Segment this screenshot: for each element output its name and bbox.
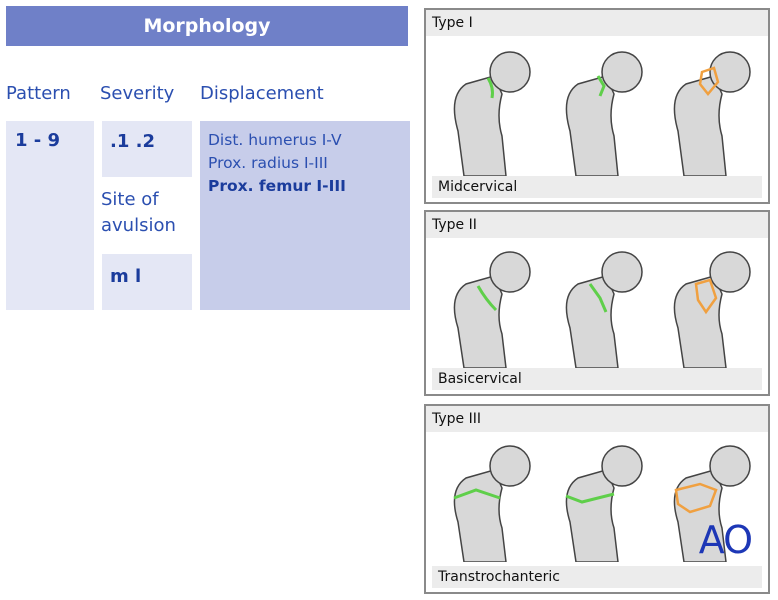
panel-type-iii: Type III AO Transtrochanteric [424,404,770,594]
femur-type-i-a [453,51,531,176]
panel-type-i: Type I Midcervical [424,8,770,204]
femur-type-ii-c [673,251,751,368]
panel-type-i-caption: Midcervical [432,176,762,198]
site-value: m l [110,266,142,287]
femur-type-ii-a [453,251,531,368]
displacement-prox-femur: Prox. femur I-III [208,177,346,195]
severity-cell: .1 .2 [102,121,192,177]
panel-type-i-title: Type I [426,10,768,36]
displacement-cell: Dist. humerus I-V Prox. radius I-III Pro… [200,121,410,310]
displacement-prox-radius: Prox. radius I-III [208,154,328,172]
type-iii-femur-illustrations [453,445,751,562]
type-ii-femur-illustrations [453,251,751,368]
femur-type-i-c [673,51,751,176]
site-label-line2: avulsion [101,215,176,236]
morphology-header: Morphology [6,6,408,46]
column-header-displacement: Displacement [200,83,324,104]
panel-type-ii: Type II Basicervical [424,210,770,396]
femur-type-i-b [565,51,643,176]
femur-type-iii-a [453,445,531,562]
panel-type-iii-title: Type III [426,406,768,432]
pattern-cell: 1 - 9 [6,121,94,310]
femur-type-iii-c [673,445,751,562]
ao-logo: AO [698,518,753,562]
pattern-value: 1 - 9 [15,130,61,151]
panel-type-ii-title: Type II [426,212,768,238]
severity-value: .1 .2 [110,131,155,152]
site-of-avulsion-label: Site of avulsion [101,187,176,239]
column-header-pattern: Pattern [6,83,71,104]
type-i-femur-illustrations [453,51,751,176]
femur-type-ii-b [565,251,643,368]
displacement-dist-humerus: Dist. humerus I-V [208,131,342,149]
panel-type-ii-caption: Basicervical [432,368,762,390]
panel-type-iii-caption: Transtrochanteric [432,566,762,588]
column-header-severity: Severity [100,83,175,104]
site-label-line1: Site of [101,189,159,210]
femur-type-iii-b [565,445,643,562]
site-cell: m l [102,254,192,310]
